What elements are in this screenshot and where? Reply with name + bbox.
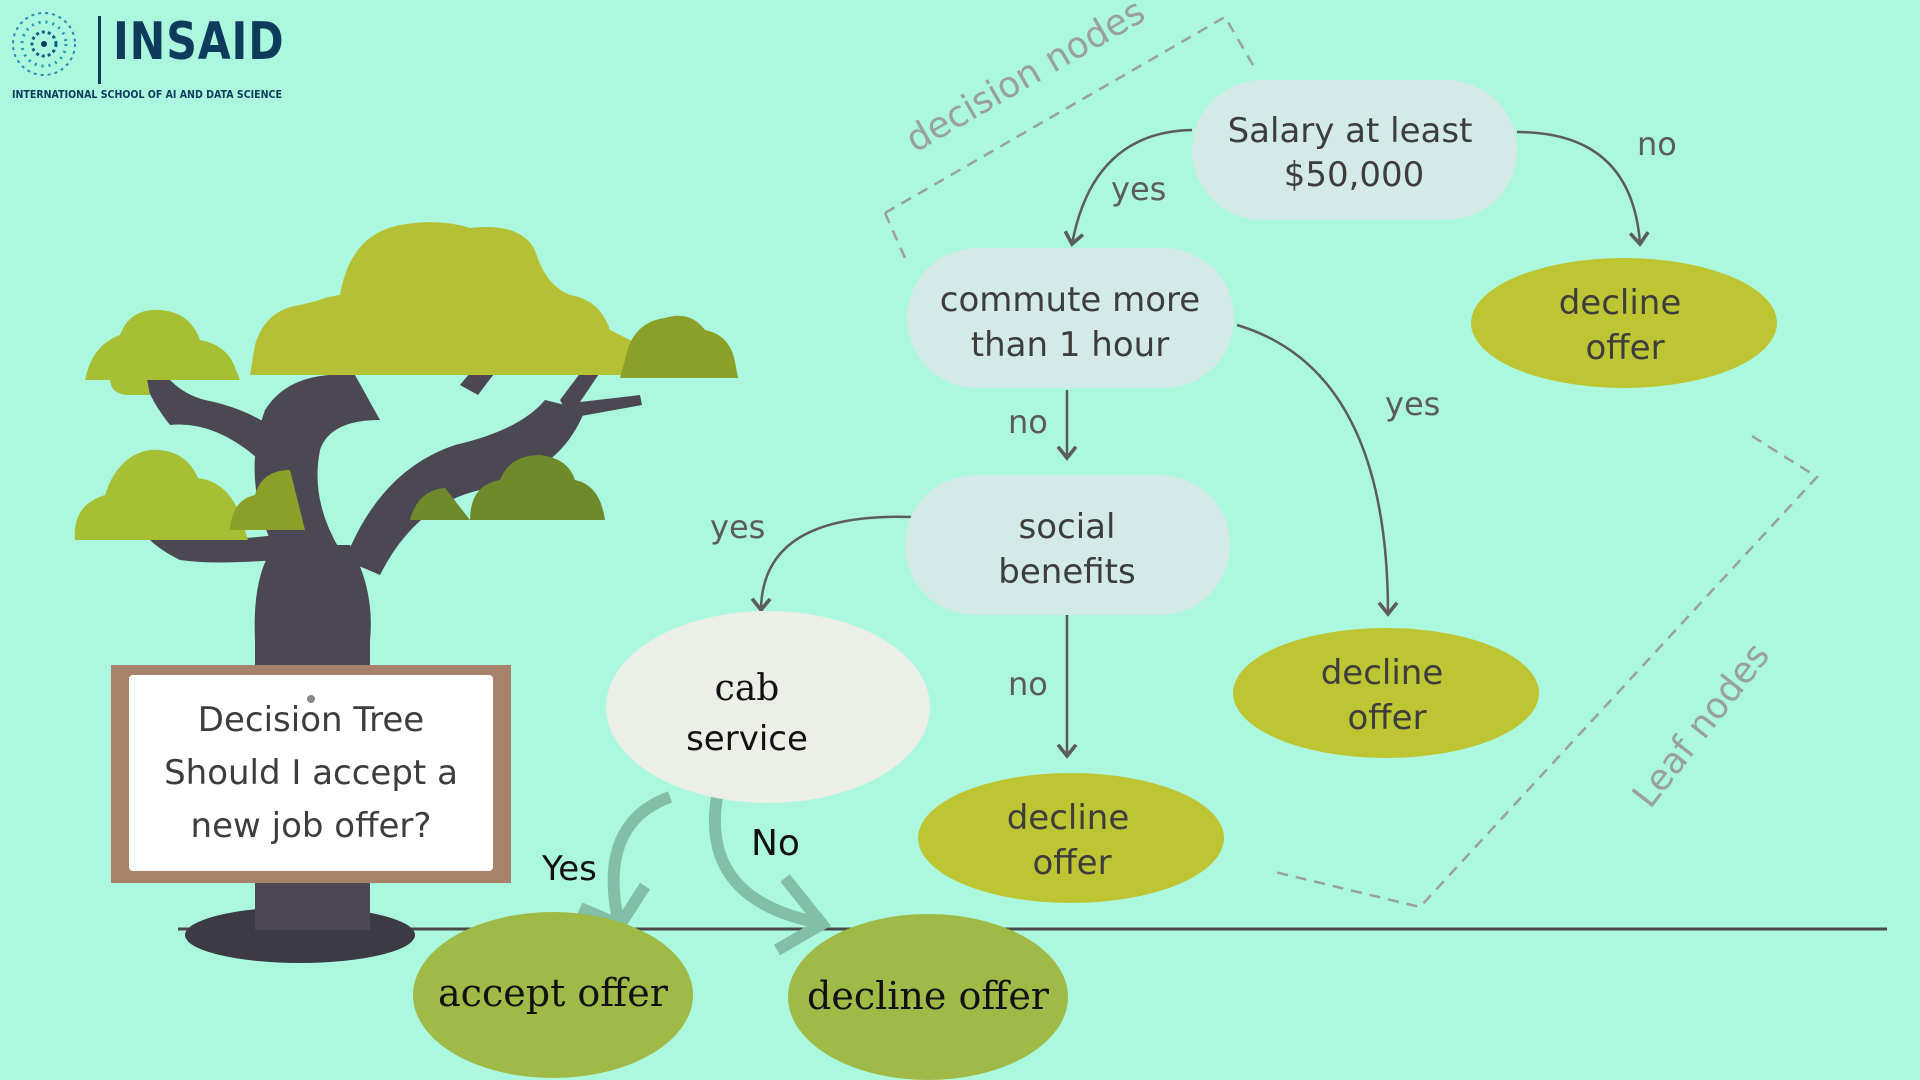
edge-salary-no — [1516, 130, 1650, 247]
edge-social-yes — [750, 515, 913, 613]
logo-name: INSAID — [113, 12, 285, 72]
edge-cab-no-head — [773, 874, 832, 956]
leaf-nodes-label: Leaf nodes — [1625, 636, 1778, 816]
leaf-decline-2-line2: offer — [1347, 698, 1426, 738]
edge-cab-no — [708, 796, 822, 929]
node-commute — [907, 248, 1234, 388]
decision-nodes-label: decision nodes — [899, 0, 1152, 161]
sign-question-line2: new job offer? — [190, 805, 432, 846]
node-cab-service — [606, 611, 930, 803]
edge-commute-yes — [1236, 323, 1399, 617]
leaf-accept-offer — [413, 912, 693, 1078]
node-commute-line1: commute more — [940, 280, 1200, 320]
node-cab-line2: service — [686, 719, 808, 759]
logo-divider — [98, 16, 101, 84]
edge-label-cab-no: No — [751, 823, 800, 864]
insaid-logo: INSAID INTERNATIONAL SCHOOL OF AI AND DA… — [8, 6, 284, 102]
leaf-decline-2 — [1233, 628, 1539, 758]
sign-question-line1: Should I accept a — [164, 752, 458, 793]
edge-label-commute-yes: yes — [1385, 385, 1440, 423]
edge-label-social-yes: yes — [710, 508, 765, 546]
node-salary-line2: $50,000 — [1284, 155, 1425, 195]
node-salary-line1: Salary at least — [1228, 111, 1473, 151]
logo-subtitle: INTERNATIONAL SCHOOL OF AI AND DATA SCIE… — [12, 88, 282, 101]
node-salary — [1192, 80, 1517, 220]
title-signboard: Decision Tree Should I accept a new job … — [111, 665, 511, 883]
decision-nodes-outline-2 — [883, 212, 907, 259]
leaf-decline-3-line1: decline — [1007, 798, 1130, 838]
node-social-line2: benefits — [998, 552, 1135, 592]
signboard-panel: Decision Tree Should I accept a new job … — [129, 675, 493, 871]
node-social-line1: social — [1019, 507, 1116, 547]
node-cab-line1: cab — [715, 668, 780, 709]
sign-title: Decision Tree — [197, 699, 425, 740]
tree-illustration — [74, 222, 738, 963]
edge-label-cab-yes: Yes — [541, 849, 597, 889]
leaf-accept-offer-label: accept offer — [438, 971, 669, 1015]
edge-label-salary-yes: yes — [1111, 170, 1166, 208]
edge-label-salary-no: no — [1637, 125, 1677, 163]
leaf-decline-1 — [1471, 258, 1777, 388]
leaf-decline-1-line1: decline — [1559, 283, 1682, 323]
edge-cab-yes — [607, 791, 673, 922]
edge-salary-yes — [1063, 128, 1193, 247]
leaf-decline-offer-label: decline offer — [807, 974, 1050, 1018]
network-globe-icon — [12, 12, 76, 76]
leaf-nodes-outline — [1274, 434, 1819, 909]
signboard-nail — [307, 695, 315, 703]
leaf-decline-1-line2: offer — [1585, 328, 1664, 368]
node-social — [905, 475, 1230, 615]
leaf-decline-3 — [918, 773, 1224, 903]
node-commute-line2: than 1 hour — [971, 325, 1169, 365]
leaf-decline-3-line2: offer — [1032, 843, 1111, 883]
edge-label-commute-no: no — [1008, 403, 1048, 441]
leaf-decline-2-line1: decline — [1321, 653, 1444, 693]
leaf-decline-offer — [788, 914, 1068, 1080]
edge-label-social-no: no — [1008, 665, 1048, 703]
